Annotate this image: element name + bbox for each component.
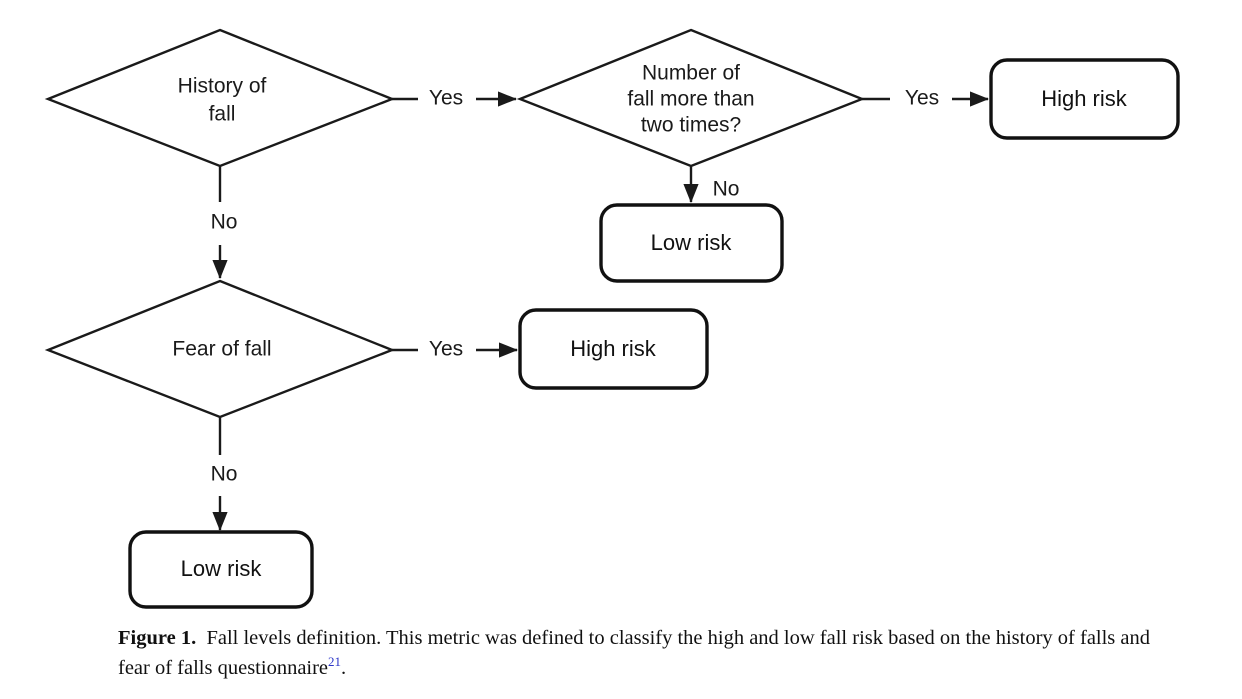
edge-label-fear-yes: Yes [429, 338, 463, 361]
edge-history-no: No [211, 166, 238, 279]
node-number-of-falls[interactable]: Number of fall more than two times? [516, 28, 866, 168]
node-low-risk-middle[interactable]: Low risk [599, 203, 784, 283]
edge-label-history-yes: Yes [429, 87, 463, 110]
edge-label-number-no: No [713, 178, 740, 201]
edge-label-number-yes: Yes [905, 87, 939, 110]
node-history-of-fall[interactable]: History of fall [44, 28, 396, 168]
edge-label-history-no: No [211, 211, 238, 234]
edge-number-no: No [683, 166, 740, 203]
edge-fear-yes: Yes [392, 338, 518, 361]
node-label-number-of-falls-line3: two times? [641, 114, 741, 137]
figure-caption: Figure 1. Fall levels definition. This m… [118, 624, 1186, 683]
edge-label-fear-no: No [211, 463, 238, 486]
node-label-low-risk-bottom: Low risk [181, 556, 263, 581]
figure-caption-reference[interactable]: 21 [328, 654, 342, 670]
node-label-history-of-fall-line1: History of [178, 75, 267, 98]
node-label-history-of-fall-line2: fall [209, 103, 236, 126]
node-high-risk-top[interactable]: High risk [989, 58, 1180, 140]
node-label-low-risk-middle: Low risk [651, 230, 733, 255]
node-label-number-of-falls-line1: Number of [642, 62, 740, 85]
node-label-number-of-falls-line2: fall more than [627, 88, 754, 111]
edge-fear-no: No [211, 417, 238, 531]
node-label-high-risk-top: High risk [1041, 86, 1128, 111]
figure-caption-label: Figure 1. [118, 627, 197, 649]
figure-caption-text: Fall levels definition. This metric was … [118, 627, 1151, 679]
node-fear-of-fall[interactable]: Fear of fall [44, 279, 396, 419]
edge-number-yes: Yes [862, 87, 989, 110]
edge-history-yes: Yes [392, 87, 517, 110]
node-label-fear-of-fall: Fear of fall [172, 338, 271, 361]
figure-caption-end: . [341, 656, 347, 679]
node-low-risk-bottom[interactable]: Low risk [128, 530, 314, 609]
node-label-high-risk-middle: High risk [570, 336, 657, 361]
node-high-risk-middle[interactable]: High risk [518, 308, 709, 390]
flowchart-canvas: Yes No Yes No Yes No [44, 28, 1180, 609]
